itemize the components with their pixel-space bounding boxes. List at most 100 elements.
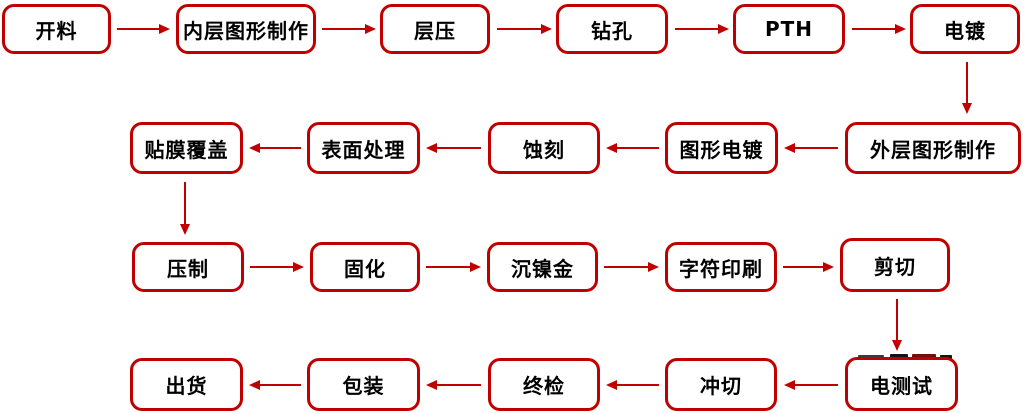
flow-node-dian-ce-shi: 电测试 — [845, 357, 958, 411]
flow-arrow-pth--dian-du — [852, 24, 906, 34]
flow-node-label: PTH — [764, 17, 814, 41]
flow-node-kai-liao: 开料 — [2, 4, 111, 54]
arrowhead-icon — [541, 24, 552, 34]
flow-arrow-dian-ce-shi--chong-qie — [784, 380, 838, 390]
arrow-shaft — [435, 384, 481, 386]
flow-node-nei-ceng-tu-xing-zhi-zuo: 内层图形制作 — [176, 4, 316, 54]
arrowhead-icon — [784, 143, 795, 153]
flow-node-label: 剪切 — [874, 254, 916, 279]
flow-arrow-bao-zhuang--chu-huo — [249, 380, 301, 390]
flow-arrow-zuan-kong--pth — [675, 24, 729, 34]
flow-node-gu-hua: 固化 — [310, 242, 420, 292]
arrow-shaft — [435, 147, 481, 149]
flow-node-ya-zhi: 压制 — [132, 242, 244, 292]
arrowhead-icon — [648, 262, 659, 272]
flow-node-zi-fu-yin-shua: 字符印刷 — [665, 242, 777, 292]
flow-node-label: 压制 — [167, 256, 209, 281]
arrowhead-icon — [249, 380, 260, 390]
arrow-shaft — [675, 28, 720, 30]
flow-node-shi-ke: 蚀刻 — [488, 122, 600, 174]
arrowhead-icon — [365, 24, 376, 34]
flow-node-tie-mo-fu-gai: 贴膜覆盖 — [130, 122, 243, 174]
arrow-shaft — [117, 28, 161, 30]
arrow-shaft — [615, 147, 659, 149]
arrow-shaft — [966, 62, 968, 105]
flow-node-chen-nie-jin: 沉镍金 — [487, 242, 598, 292]
arrow-shaft — [322, 28, 367, 30]
arrowhead-icon — [249, 143, 260, 153]
flow-arrow-wai-ceng-tu-xing-zhi-zuo--tu-xing-dian-du — [784, 143, 838, 153]
flow-node-label: 出货 — [165, 374, 208, 398]
flow-node-label: 表面处理 — [321, 137, 406, 162]
arrowhead-icon — [470, 262, 481, 272]
flow-arrow-nei-ceng-tu-xing-zhi-zuo--ceng-ya — [322, 24, 376, 34]
flow-arrow-tu-xing-dian-du--shi-ke — [606, 143, 659, 153]
arrowhead-icon — [962, 103, 972, 114]
flow-node-biao-mian-chu-li: 表面处理 — [307, 122, 420, 174]
smudge-mark — [890, 354, 908, 359]
flow-node-label: 开料 — [35, 18, 78, 43]
arrow-shaft — [497, 28, 543, 30]
flow-node-chong-qie: 冲切 — [665, 358, 777, 411]
flow-node-label: 层压 — [414, 18, 456, 43]
flow-node-label: 终检 — [523, 374, 565, 398]
flow-arrow-ceng-ya--zuan-kong — [497, 24, 552, 34]
flow-node-bao-zhuang: 包装 — [307, 358, 420, 411]
flow-arrow-dian-du--wai-ceng-tu-xing-zhi-zuo — [962, 62, 972, 114]
flow-node-zuan-kong: 钻孔 — [556, 4, 668, 54]
arrow-shaft — [604, 266, 650, 268]
flow-arrow-kai-liao--nei-ceng-tu-xing-zhi-zuo — [117, 24, 170, 34]
arrowhead-icon — [159, 24, 170, 34]
flow-node-wai-ceng-tu-xing-zhi-zuo: 外层图形制作 — [845, 122, 1021, 174]
arrow-shaft — [250, 266, 295, 268]
arrowhead-icon — [895, 24, 906, 34]
flow-node-label: 包装 — [342, 374, 385, 398]
flow-arrow-gu-hua--chen-nie-jin — [426, 262, 481, 272]
flow-arrow-zi-fu-yin-shua--jian-qie — [783, 262, 834, 272]
arrow-shaft — [615, 384, 659, 386]
flow-node-chu-huo: 出货 — [130, 358, 243, 411]
flow-arrow-chen-nie-jin--zi-fu-yin-shua — [604, 262, 659, 272]
arrow-shaft — [426, 266, 472, 268]
arrow-shaft — [184, 182, 186, 226]
flow-arrow-zhong-jian--bao-zhuang — [426, 380, 481, 390]
arrowhead-icon — [892, 340, 902, 351]
arrowhead-icon — [718, 24, 729, 34]
arrow-shaft — [793, 147, 838, 149]
flow-node-ceng-ya: 层压 — [380, 4, 490, 54]
flow-arrow-ya-zhi--gu-hua — [250, 262, 304, 272]
arrowhead-icon — [180, 224, 190, 235]
flow-node-label: 冲切 — [700, 374, 742, 398]
arrowhead-icon — [606, 380, 617, 390]
flow-node-jian-qie: 剪切 — [840, 238, 950, 292]
flow-node-label: 电镀 — [944, 18, 986, 43]
flow-arrow-chong-qie--zhong-jian — [606, 380, 659, 390]
arrow-shaft — [852, 28, 897, 30]
flow-node-pth: PTH — [733, 4, 845, 54]
flow-node-tu-xing-dian-du: 图形电镀 — [665, 122, 778, 174]
flow-node-label: 沉镍金 — [511, 256, 574, 281]
flow-node-label: 贴膜覆盖 — [144, 137, 229, 162]
arrow-shaft — [793, 384, 838, 386]
flow-node-label: 固化 — [344, 256, 386, 281]
arrowhead-icon — [426, 380, 437, 390]
flow-node-zhong-jian: 终检 — [488, 358, 600, 411]
arrow-shaft — [896, 299, 898, 342]
flow-node-label: 外层图形制作 — [870, 137, 996, 162]
flow-node-label: 电测试 — [870, 373, 933, 398]
arrowhead-icon — [823, 262, 834, 272]
flow-node-dian-du: 电镀 — [910, 4, 1020, 54]
arrowhead-icon — [426, 143, 437, 153]
arrow-shaft — [783, 266, 825, 268]
arrowhead-icon — [293, 262, 304, 272]
flow-node-label: 内层图形制作 — [183, 18, 309, 43]
arrowhead-icon — [606, 143, 617, 153]
flow-node-label: 蚀刻 — [523, 137, 565, 162]
flow-arrow-biao-mian-chu-li--tie-mo-fu-gai — [249, 143, 301, 153]
arrow-shaft — [258, 147, 301, 149]
arrow-shaft — [258, 384, 301, 386]
flow-node-label: 字符印刷 — [679, 256, 763, 281]
smudge-mark — [912, 354, 936, 359]
flow-arrow-tie-mo-fu-gai--ya-zhi — [180, 182, 190, 235]
